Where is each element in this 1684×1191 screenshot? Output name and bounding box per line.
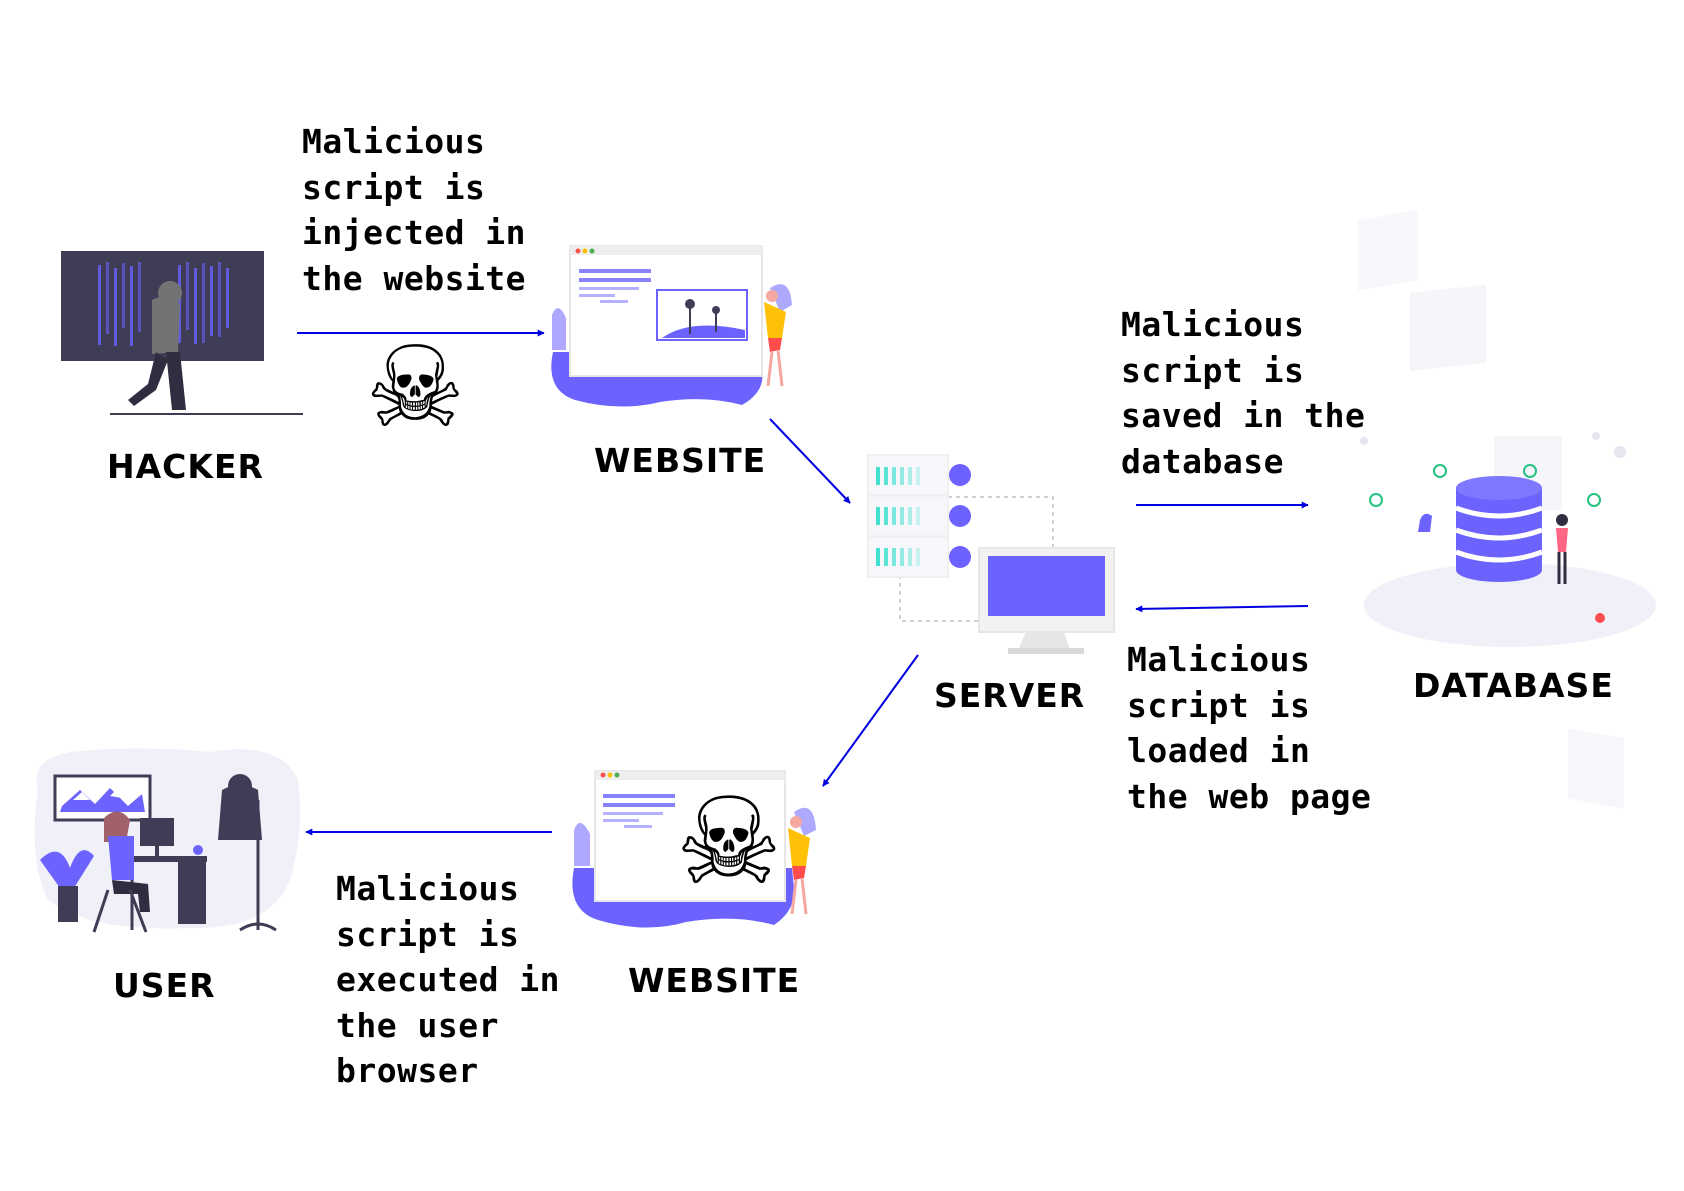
website-top-illustration	[551, 245, 792, 407]
step-caption-loaded: Malicious script is loaded in the web pa…	[1127, 640, 1372, 816]
skull-icon: ☠	[675, 773, 783, 912]
step-caption-injected: Malicious script is injected in the webs…	[302, 122, 527, 298]
node-label-server: SERVER	[934, 676, 1086, 715]
database-illustration	[1358, 209, 1656, 809]
node-label-website-bottom: WEBSITE	[628, 961, 801, 1000]
arrow-database-to-server	[1135, 605, 1309, 613]
arrow-website-to-server	[769, 418, 851, 504]
arrow-server-to-website	[822, 654, 919, 787]
skull-icon: ☠	[365, 323, 466, 453]
node-label-website-top: WEBSITE	[594, 441, 767, 480]
node-label-database: DATABASE	[1413, 666, 1614, 705]
website-bottom-illustration	[572, 770, 816, 928]
hacker-illustration	[61, 251, 303, 415]
node-label-user: USER	[113, 966, 216, 1005]
user-illustration	[34, 748, 301, 933]
node-label-hacker: HACKER	[107, 447, 264, 486]
server-illustration	[867, 454, 1115, 654]
step-caption-executed: Malicious script is executed in the user…	[336, 869, 561, 1090]
step-caption-saved: Malicious script is saved in the databas…	[1121, 305, 1366, 481]
